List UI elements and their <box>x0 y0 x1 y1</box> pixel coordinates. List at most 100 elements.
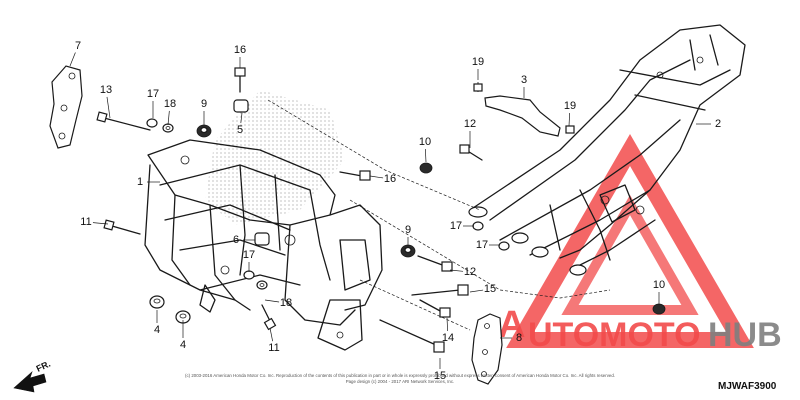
callout-number: 2 <box>715 118 721 130</box>
callout-number: 3 <box>521 74 527 86</box>
bushing-9-mid[interactable] <box>400 244 416 258</box>
callout-leader-line <box>369 175 384 179</box>
bushing-10-upper[interactable] <box>419 162 433 174</box>
callout-number: 16 <box>384 173 396 185</box>
callout-c19b[interactable]: 19 <box>564 100 576 127</box>
bolt-19-lower[interactable] <box>565 125 575 134</box>
svg-text:A: A <box>498 304 525 346</box>
callout-number: 10 <box>419 136 431 148</box>
callout-c1[interactable]: 1 <box>137 176 160 188</box>
callout-number: 17 <box>147 88 159 100</box>
callout-leader-line <box>469 289 484 293</box>
callout-number: 17 <box>450 220 462 232</box>
part-1-main-frame[interactable] <box>144 139 383 351</box>
callout-c15a[interactable]: 15 <box>469 283 496 295</box>
part-2-rear-frame[interactable] <box>468 24 746 276</box>
callout-number: 19 <box>472 56 484 68</box>
callout-c12a[interactable]: 12 <box>464 118 476 148</box>
bushing-10-lower[interactable] <box>652 303 666 315</box>
nut-17-rear-lower[interactable] <box>498 241 510 251</box>
bolt-12-lower[interactable] <box>417 255 453 272</box>
callout-c19a[interactable]: 19 <box>472 56 484 80</box>
callout-leader-line <box>167 110 170 126</box>
callout-c7[interactable]: 7 <box>69 40 81 67</box>
nut-17-lower[interactable] <box>243 270 255 280</box>
callout-c5[interactable]: 5 <box>237 112 243 136</box>
callout-number: 12 <box>464 266 476 278</box>
bolt-11-upper[interactable] <box>103 219 141 235</box>
callout-number: 15 <box>434 370 446 382</box>
callout-c18a[interactable]: 18 <box>164 98 176 126</box>
callout-leader-line <box>264 299 280 303</box>
callout-number: 7 <box>75 40 81 52</box>
collar-6[interactable] <box>254 232 270 246</box>
part-8-bracket[interactable] <box>471 313 503 385</box>
callout-leader-line <box>106 96 111 119</box>
dotted-reference-area <box>205 90 345 225</box>
callout-c16a[interactable]: 16 <box>234 44 246 68</box>
callout-c3[interactable]: 3 <box>521 74 527 98</box>
washer-18-upper[interactable] <box>162 123 174 133</box>
callout-c17c[interactable]: 17 <box>450 220 474 232</box>
callout-number: 14 <box>442 332 454 344</box>
callout-leader-line <box>240 112 243 124</box>
callout-c17b[interactable]: 17 <box>243 249 255 272</box>
callout-number: 12 <box>464 118 476 130</box>
callout-c10b[interactable]: 10 <box>653 279 665 305</box>
callout-c14[interactable]: 14 <box>442 317 454 344</box>
bolt-14[interactable] <box>419 299 451 318</box>
callout-c11b[interactable]: 11 <box>268 327 280 354</box>
mount-4-left[interactable] <box>149 295 165 309</box>
part-7-bracket[interactable] <box>49 65 83 149</box>
callout-c4b[interactable]: 4 <box>180 320 186 351</box>
callout-number: 10 <box>653 279 665 291</box>
nut-17-upper[interactable] <box>146 118 158 128</box>
callout-leader-line <box>69 52 76 67</box>
bolt-16-upper[interactable] <box>234 67 246 93</box>
callout-number: 9 <box>405 224 411 236</box>
bushing-9-upper[interactable] <box>196 124 212 138</box>
nut-17-rear-upper[interactable] <box>472 221 484 231</box>
callout-c18b[interactable]: 18 <box>264 297 292 309</box>
callout-c2[interactable]: 2 <box>696 118 721 130</box>
callout-leader-line <box>568 112 571 127</box>
callout-number: 9 <box>201 98 207 110</box>
callout-c12b[interactable]: 12 <box>449 266 476 278</box>
bolt-15-lower[interactable] <box>379 319 445 353</box>
bolt-12-upper[interactable] <box>459 144 483 161</box>
callout-number: 16 <box>234 44 246 56</box>
callout-c4a[interactable]: 4 <box>154 310 160 336</box>
callout-number: 13 <box>100 84 112 96</box>
callout-leader-line <box>269 327 273 342</box>
callout-c16b[interactable]: 16 <box>369 173 396 185</box>
bolt-13[interactable] <box>96 111 151 131</box>
bolt-15-upper[interactable] <box>411 284 469 296</box>
collar-5[interactable] <box>233 99 249 113</box>
bolt-19-upper[interactable] <box>473 83 483 92</box>
callout-c11a[interactable]: 11 <box>80 216 109 228</box>
bolt-16-mid[interactable] <box>339 170 371 181</box>
part-3-bracket[interactable] <box>477 82 573 137</box>
callout-number: 17 <box>243 249 255 261</box>
callout-number: 15 <box>484 283 496 295</box>
front-direction-label: FR. <box>35 359 52 374</box>
callout-c17a[interactable]: 17 <box>147 88 159 118</box>
callout-number: 1 <box>137 176 143 188</box>
bolt-11-lower[interactable] <box>261 304 277 331</box>
washer-18-lower[interactable] <box>256 280 268 290</box>
callout-number: 18 <box>280 297 292 309</box>
callout-c6[interactable]: 6 <box>233 234 255 246</box>
callout-c9a[interactable]: 9 <box>201 98 207 125</box>
callout-c15b[interactable]: 15 <box>434 358 446 382</box>
callout-number: 18 <box>164 98 176 110</box>
callout-c8[interactable]: 8 <box>500 332 522 344</box>
callout-leader-line <box>424 148 427 163</box>
callout-c9b[interactable]: 9 <box>405 224 411 246</box>
callout-leader-line <box>92 222 109 225</box>
callout-c17d[interactable]: 17 <box>476 239 500 251</box>
callout-c13[interactable]: 13 <box>100 84 112 119</box>
callout-c10a[interactable]: 10 <box>419 136 431 163</box>
watermark-logo: A UTOMOTO HUB <box>498 134 782 354</box>
